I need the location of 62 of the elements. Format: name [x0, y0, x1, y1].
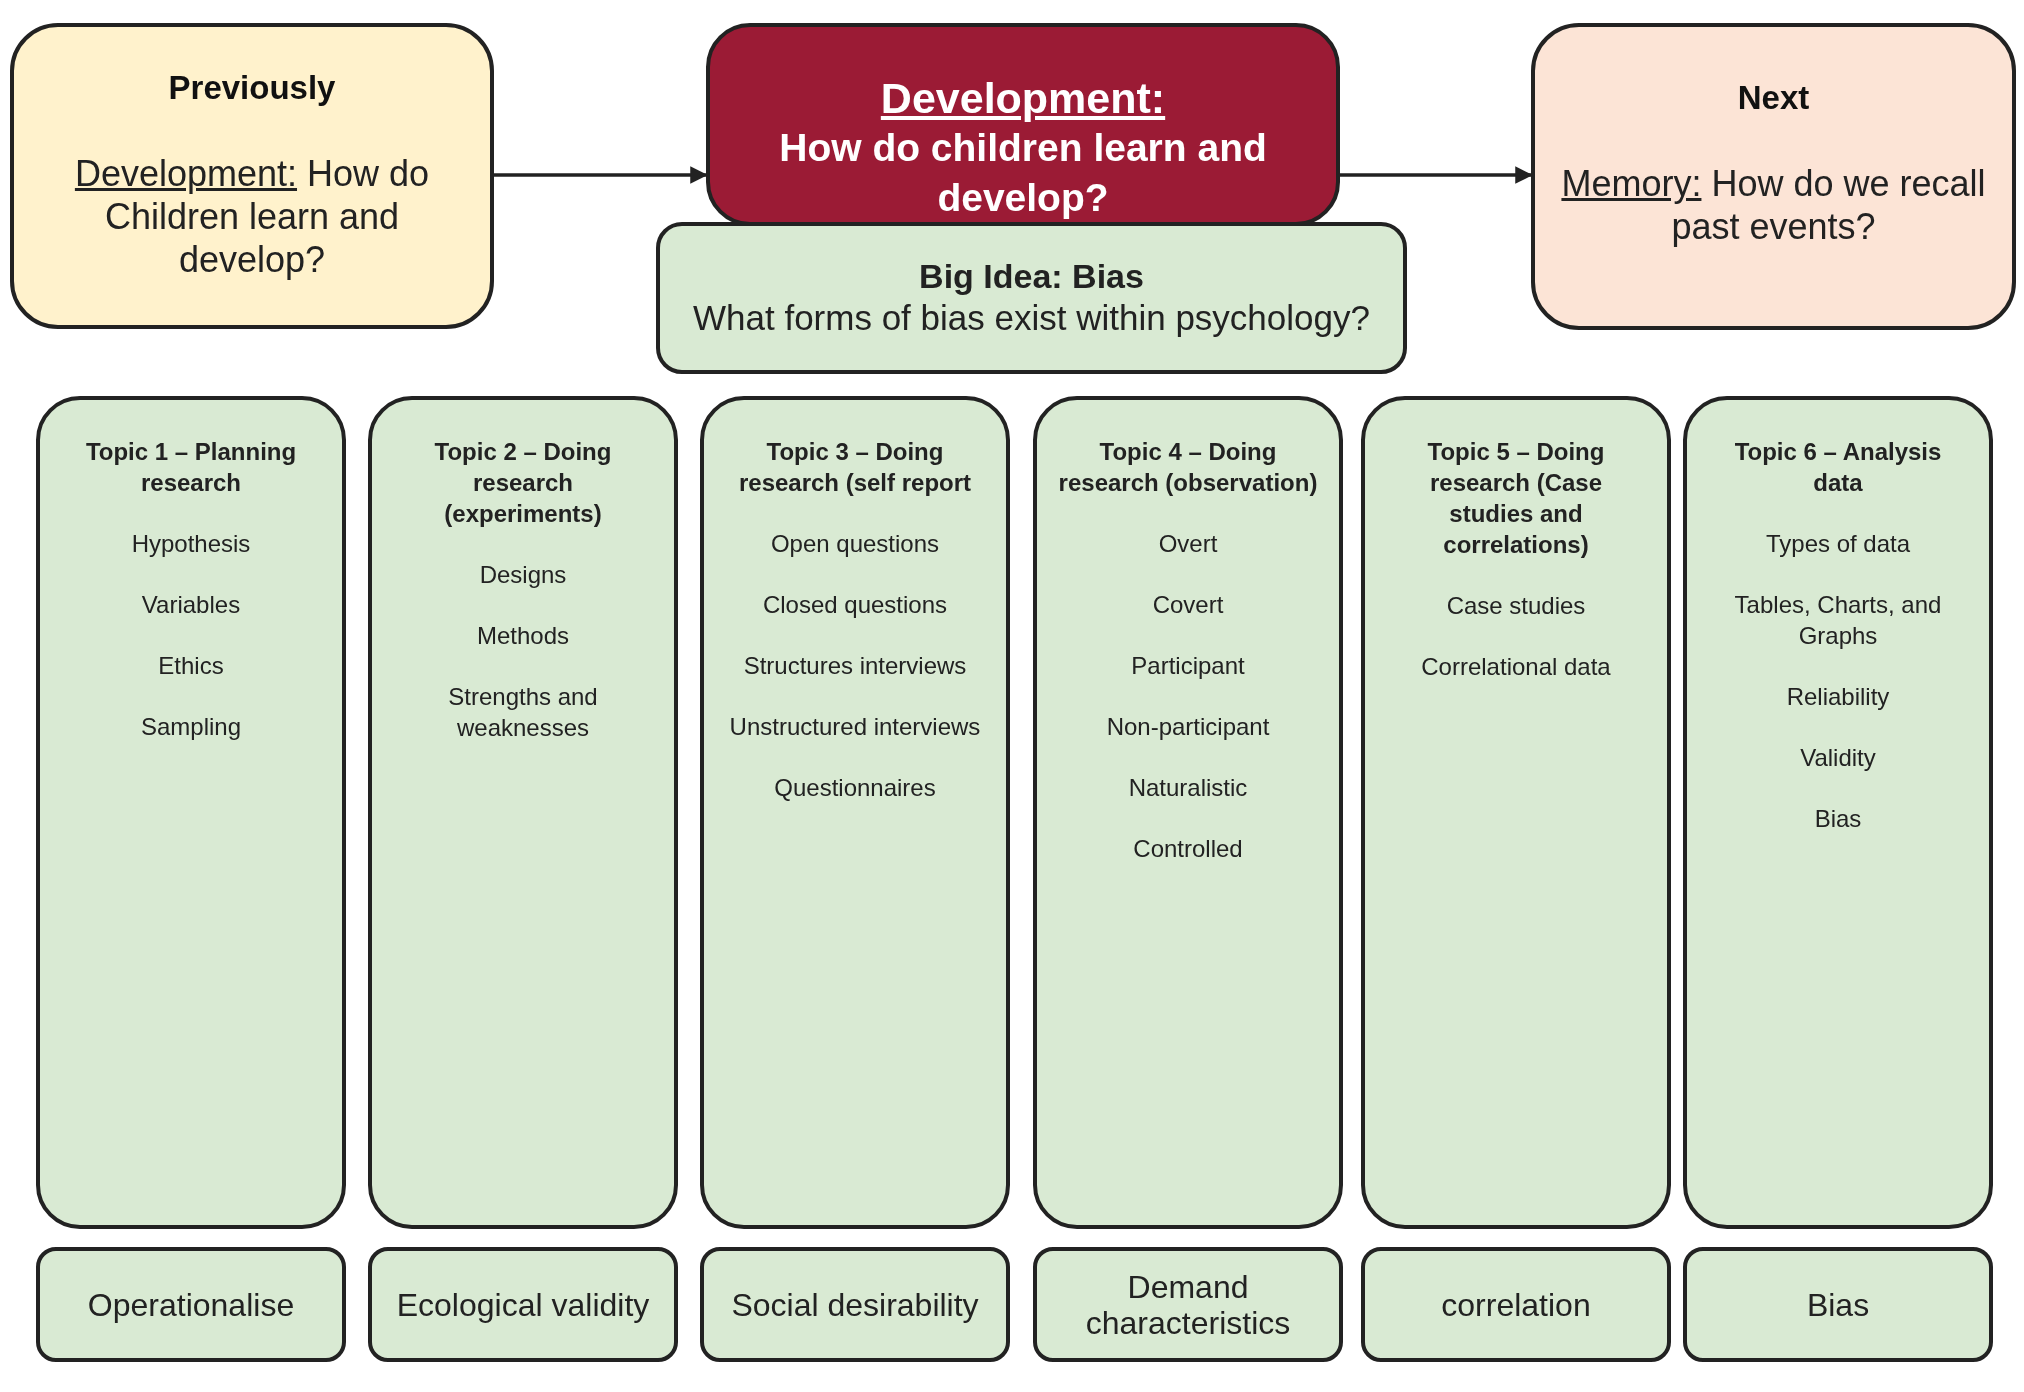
topic-heading: Topic 6 – Analysis data	[1733, 437, 1943, 498]
topic-item: Case studies	[1446, 591, 1586, 621]
topic-item: Overt	[1158, 529, 1218, 559]
topic-heading: Topic 2 – Doing research (experiments)	[433, 437, 613, 529]
arrow	[494, 166, 708, 184]
topic-item: Closed questions	[762, 590, 948, 620]
topic-item: Validity	[1800, 743, 1876, 773]
topic-item: Non-participant	[1106, 712, 1270, 742]
topic-item: Hypothesis	[131, 529, 251, 559]
arrow	[1340, 166, 1533, 184]
box-text: Memory: How do we recall past events?	[1560, 162, 1987, 249]
text-box	[10, 23, 494, 329]
topic-item: Sampling	[140, 712, 242, 742]
topic-item: Ethics	[158, 651, 224, 681]
key-term: Operationalise	[87, 1286, 295, 1323]
topic-heading: Topic 3 – Doing research (self report	[737, 437, 973, 498]
topic-item: Covert	[1152, 590, 1224, 620]
topic-item: Controlled	[1133, 834, 1243, 864]
topic-heading: Topic 5 – Doing research (Case studies and correlations)	[1426, 437, 1606, 560]
topic-item: Open questions	[770, 529, 940, 559]
topic-item: Reliability	[1786, 682, 1890, 712]
topic-item: Naturalistic	[1128, 773, 1248, 803]
main-topic-heading: Development:	[880, 73, 1166, 123]
topic-item: Strengths and weaknesses	[447, 682, 599, 743]
topic-heading: Topic 4 – Doing research (observation)	[1057, 437, 1319, 498]
main-topic-question: How do children learn and develop?	[778, 125, 1268, 221]
topic-column	[1361, 396, 1671, 1229]
key-term: Social desirability	[731, 1286, 979, 1323]
topic-item: Questionnaires	[774, 773, 936, 803]
box-text: Development: How do Children learn and develop?	[73, 152, 431, 282]
key-term: Bias	[1806, 1286, 1870, 1323]
topic-item: Methods	[476, 621, 570, 651]
key-term-box	[1683, 1247, 1993, 1362]
topic-column	[700, 396, 1010, 1229]
box-heading: Previously	[168, 67, 336, 108]
key-term: Demand characteristics	[1084, 1268, 1292, 1341]
text-box	[1531, 23, 2016, 330]
big-idea-heading: Big Idea: Bias	[919, 256, 1144, 296]
topic-column	[368, 396, 678, 1229]
topic-item: Types of data	[1765, 529, 1911, 559]
topic-heading: Topic 1 – Planning research	[84, 437, 298, 498]
topic-item: Unstructured interviews	[729, 712, 981, 742]
topic-item: Structures interviews	[743, 651, 967, 681]
topic-column	[36, 396, 346, 1229]
box-heading: Next	[1737, 77, 1810, 118]
big-idea-question: What forms of bias exist within psychology?	[693, 297, 1370, 339]
big-idea-box	[656, 222, 1407, 374]
key-term: Ecological validity	[396, 1286, 650, 1323]
key-term: correlation	[1441, 1286, 1591, 1323]
topic-item: Correlational data	[1421, 652, 1611, 682]
topic-item: Bias	[1814, 804, 1862, 834]
topic-item: Variables	[141, 590, 241, 620]
topic-item: Participant	[1131, 651, 1245, 681]
topic-item: Designs	[479, 560, 567, 590]
key-term-box	[700, 1247, 1010, 1362]
topic-column	[1033, 396, 1343, 1229]
key-term-box	[368, 1247, 678, 1362]
key-term-box	[36, 1247, 346, 1362]
topic-item: Tables, Charts, and Graphs	[1733, 590, 1943, 651]
key-term-box	[1033, 1247, 1343, 1362]
topic-column	[1683, 396, 1993, 1229]
key-term-box	[1361, 1247, 1671, 1362]
